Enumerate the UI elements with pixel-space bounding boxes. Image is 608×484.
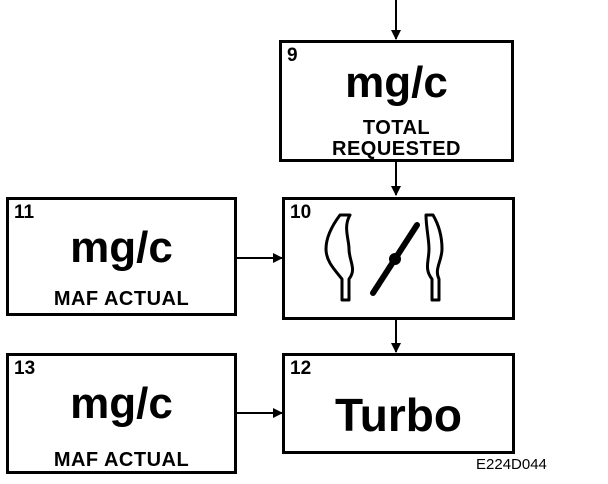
box-11-label: MAF ACTUAL xyxy=(53,288,190,310)
box-13-unit: mg/c xyxy=(70,379,173,428)
box-9-label-line1: TOTAL xyxy=(362,117,431,139)
box-12-label: Turbo xyxy=(335,389,462,441)
figure-code: E224D044 xyxy=(476,456,547,473)
throttle-body-icon xyxy=(324,213,444,302)
box-11-unit: mg/c xyxy=(70,223,173,272)
box-12-turbo: 12 Turbo xyxy=(282,353,515,454)
box-13-label: MAF ACTUAL xyxy=(53,449,190,471)
box-10-number: 10 xyxy=(290,202,312,223)
box-13-maf-actual: 13 mg/c MAF ACTUAL xyxy=(6,353,237,474)
box-9-number: 9 xyxy=(287,45,298,66)
box-10-throttle: 10 xyxy=(282,197,515,320)
box-11-number: 11 xyxy=(14,202,35,223)
box-13-number: 13 xyxy=(14,358,36,379)
box-12-number: 12 xyxy=(290,358,312,379)
box-9-label-line2: REQUESTED xyxy=(332,138,461,160)
box-9-total-requested: 9 mg/c TOTAL REQUESTED xyxy=(279,40,514,162)
box-11-maf-actual: 11 mg/c MAF ACTUAL xyxy=(6,197,237,316)
box-9-unit: mg/c xyxy=(345,58,448,107)
